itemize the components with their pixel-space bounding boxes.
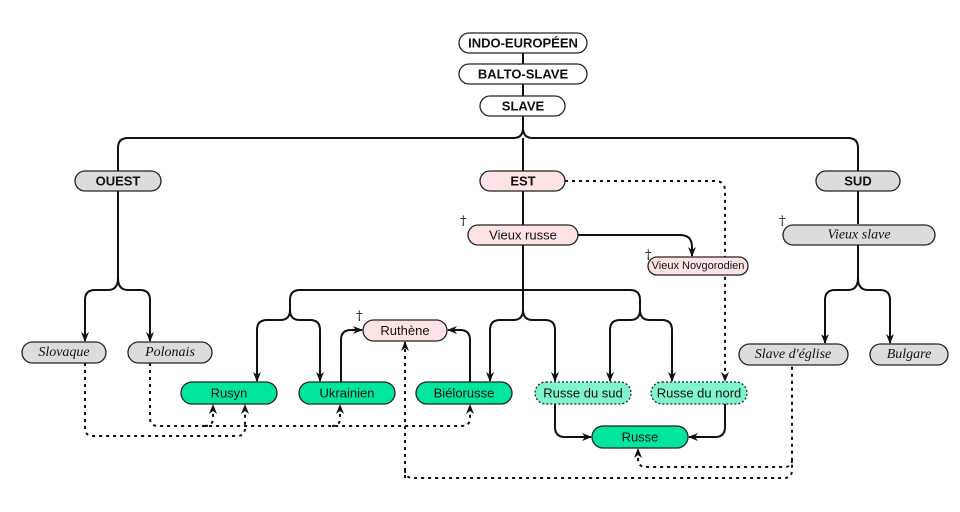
node-label: OUEST [96,174,141,189]
node-vieux-novgorodien: Vieux Novgorodien † [645,248,749,276]
node-russe-du-sud: Russe du sud [534,381,632,405]
node-label: Vieux slave [827,228,890,243]
node-label: EST [510,174,535,189]
node-vieux-russe: Vieux russe † [460,214,579,246]
node-bulgare: Bulgare [869,343,949,366]
node-label: Vieux Novgorodien [652,260,745,272]
dotted-connectors [84,180,793,479]
node-label: Ukrainien [320,386,375,401]
node-label: Bulgare [887,347,932,362]
node-slave-eglise: Slave d'église [738,343,849,366]
node-est: EST [479,170,566,192]
node-russe-du-nord: Russe du nord [650,381,748,405]
node-label: Russe du nord [657,386,742,401]
node-label: INDO-EUROPÉEN [468,36,578,51]
node-sud: SUD [815,170,901,192]
solid-connectors [81,53,894,441]
node-ouest: OUEST [74,170,162,192]
node-label: Russe du sud [543,386,623,401]
node-label: Russe [622,430,659,445]
node-indo-europeen: INDO-EUROPÉEN [458,32,588,54]
node-balto-slave: BALTO-SLAVE [458,63,588,85]
node-label: SUD [844,174,871,189]
node-label: Biélorusse [434,386,495,401]
extinct-dagger-icon: † [460,214,467,229]
node-russe: Russe [591,425,689,449]
node-label: Rusyn [211,386,248,401]
node-label: Ruthène [380,323,429,338]
node-label: SLAVE [502,99,545,114]
node-rusyn: Rusyn [180,381,278,405]
node-label: Slovaque [38,345,89,360]
extinct-dagger-icon: † [779,214,786,229]
node-label: Vieux russe [489,228,557,243]
node-slave: SLAVE [479,95,566,117]
node-bielorusse: Biélorusse [415,381,513,405]
extinct-dagger-icon: † [645,248,652,263]
node-vieux-slave: Vieux slave † [779,214,936,246]
node-ruthene: Ruthène † [356,309,448,342]
node-ukrainien: Ukrainien [298,381,396,405]
node-label: BALTO-SLAVE [478,67,569,82]
node-polonais: Polonais [127,341,213,364]
extinct-dagger-icon: † [356,309,363,324]
node-label: Polonais [144,345,195,360]
node-slovaque: Slovaque [21,341,107,364]
node-label: Slave d'église [755,347,831,362]
